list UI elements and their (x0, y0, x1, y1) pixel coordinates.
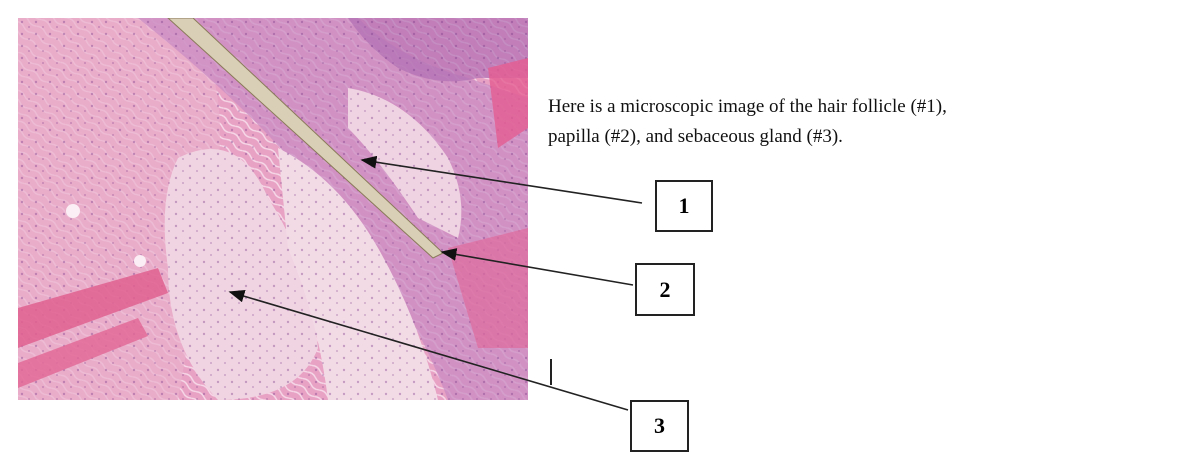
hair-follicle-micrograph (18, 18, 528, 400)
caption-line-2: papilla (#2), and sebaceous gland (#3). (548, 126, 843, 147)
text-cursor (550, 359, 552, 385)
label-box-1: 1 (655, 180, 713, 232)
label-box-2: 2 (635, 263, 695, 316)
caption: Here is a microscopic image of the hair … (548, 92, 947, 152)
caption-line-1: Here is a microscopic image of the hair … (548, 96, 947, 117)
label-box-3: 3 (630, 400, 689, 452)
